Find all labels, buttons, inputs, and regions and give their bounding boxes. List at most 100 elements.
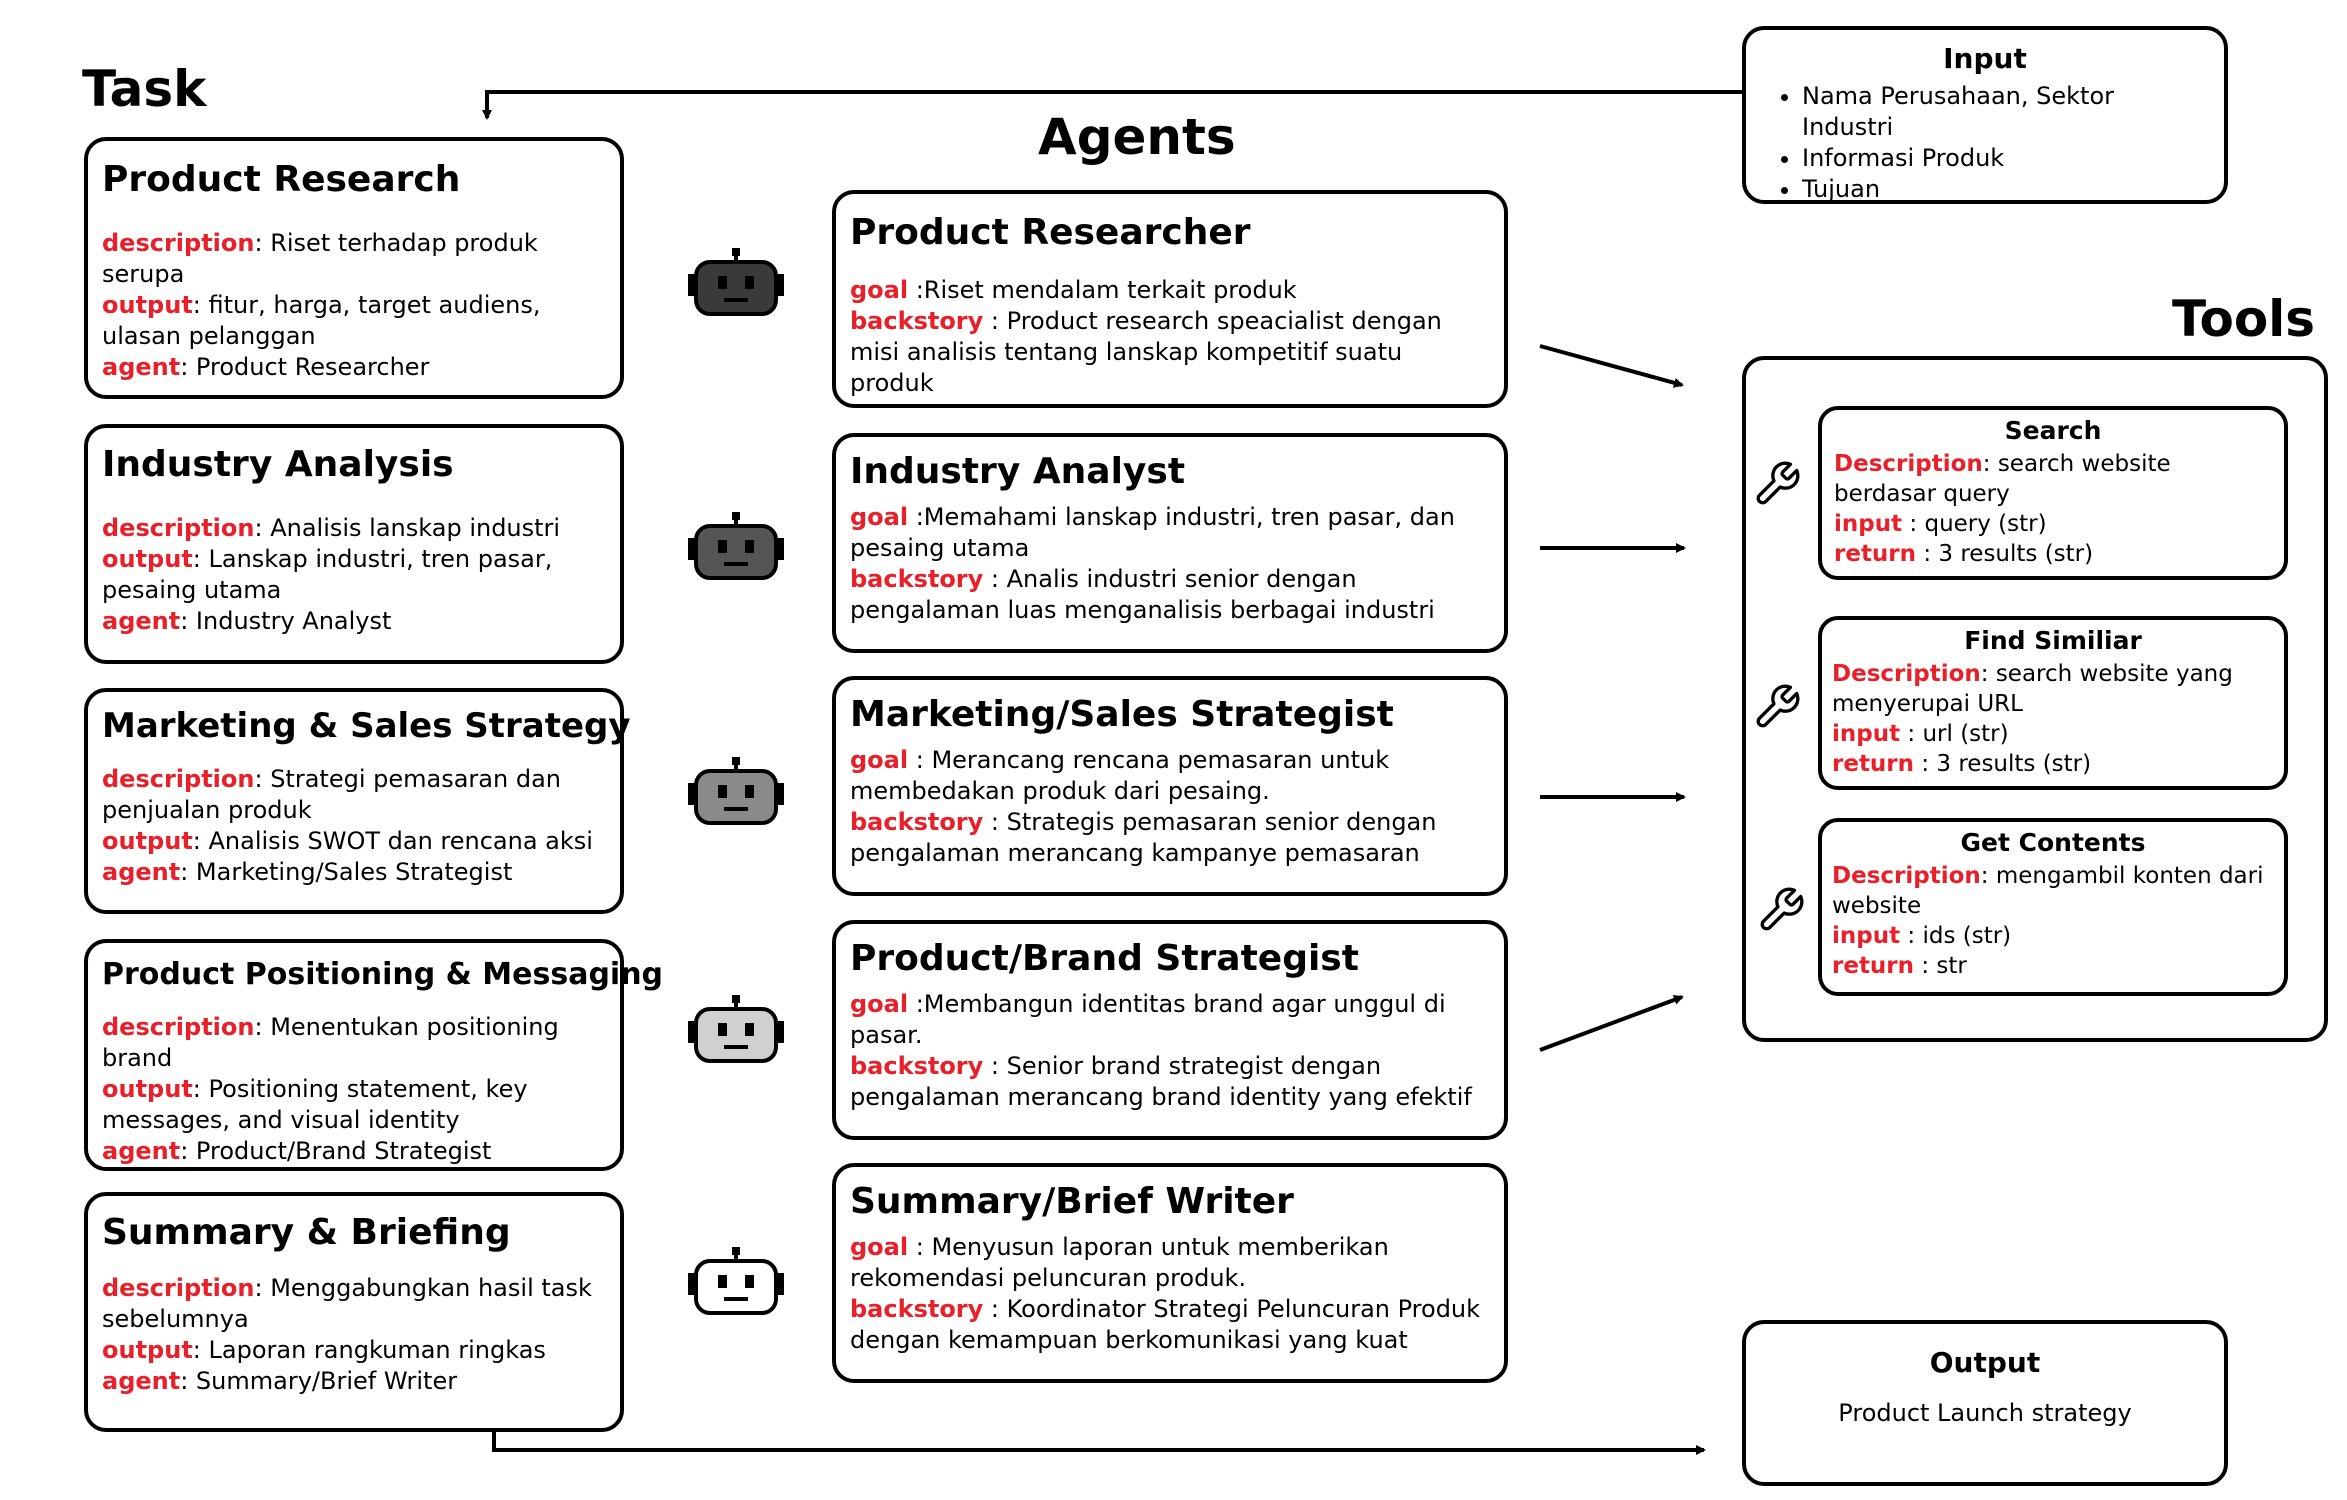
input-list: Nama Perusahaan, Sektor Industri Informa… bbox=[1762, 81, 2208, 205]
output-label: output bbox=[102, 1336, 193, 1364]
task-description: : Analisis lanskap industri bbox=[254, 514, 561, 542]
goal-label: goal bbox=[850, 1233, 909, 1261]
task-description: : Strategi pemasaran dan penjualan produ… bbox=[102, 765, 561, 824]
agent-title: Marketing/Sales Strategist bbox=[850, 694, 1394, 735]
task-output: : Positioning statement, key messages, a… bbox=[102, 1075, 528, 1134]
agent-backstory: : Senior brand strategist dengan pengala… bbox=[850, 1052, 1472, 1111]
tool-card-get-contents: Get Contents Description: mengambil kont… bbox=[1818, 818, 2288, 996]
agent-label: agent bbox=[102, 1137, 181, 1165]
output-title: Output bbox=[1929, 1346, 2041, 1379]
goal-label: goal bbox=[850, 503, 909, 531]
robot-icon bbox=[688, 757, 784, 825]
agent-title: Industry Analyst bbox=[850, 451, 1186, 492]
description-label: description bbox=[102, 514, 255, 542]
agent-goal: :Memahami lanskap industri, tren pasar, … bbox=[850, 503, 1455, 562]
tool-description: : mengambil konten dari website bbox=[1832, 863, 2264, 919]
backstory-label: backstory bbox=[850, 808, 984, 836]
agent-card-product-researcher: Product Researcher goal :Riset mendalam … bbox=[832, 190, 1508, 408]
agents-heading: Agents bbox=[1038, 108, 1236, 166]
description-label: description bbox=[102, 765, 255, 793]
description-label: Description bbox=[1832, 661, 1981, 687]
agent-goal: : Menyusun laporan untuk memberikan reko… bbox=[850, 1233, 1389, 1292]
agent-card-marketing-sales-strategist: Marketing/Sales Strategist goal : Meranc… bbox=[832, 676, 1508, 896]
agent-label: agent bbox=[102, 1367, 181, 1395]
input-label: input bbox=[1832, 923, 1901, 949]
robot-icon bbox=[688, 248, 784, 316]
robot-icon bbox=[688, 1247, 784, 1315]
agent-card-industry-analyst: Industry Analyst goal :Memahami lanskap … bbox=[832, 433, 1508, 653]
task-output: : Lanskap industri, tren pasar, pesaing … bbox=[102, 545, 553, 604]
task-title: Product Positioning & Messaging bbox=[102, 957, 664, 992]
input-item: Informasi Produk bbox=[1802, 143, 2208, 174]
goal-label: goal bbox=[850, 990, 909, 1018]
task-agent: : Product Researcher bbox=[180, 353, 430, 381]
tool-input: : ids (str) bbox=[1900, 923, 2012, 949]
agent-tool-arrow-4 bbox=[1539, 995, 1684, 1052]
task-card-summary-briefing: Summary & Briefing description: Menggabu… bbox=[84, 1192, 624, 1432]
output-label: output bbox=[102, 291, 193, 319]
backstory-label: backstory bbox=[850, 1295, 984, 1323]
description-label: description bbox=[102, 229, 255, 257]
task-card-industry-analysis: Industry Analysis description: Analisis … bbox=[84, 424, 624, 664]
goal-label: goal bbox=[850, 746, 909, 774]
task-agent: : Marketing/Sales Strategist bbox=[180, 858, 513, 886]
task-heading: Task bbox=[82, 60, 207, 118]
wrench-icon bbox=[1756, 461, 1800, 505]
robot-icon bbox=[688, 995, 784, 1063]
task-agent: : Product/Brand Strategist bbox=[180, 1137, 492, 1165]
tool-title: Search bbox=[2004, 416, 2102, 445]
agent-backstory: : Product research speacialist dengan mi… bbox=[850, 307, 1442, 397]
tool-return: : 3 results (str) bbox=[1916, 541, 2094, 567]
wrench-icon bbox=[1760, 887, 1804, 931]
agent-tool-arrow-1 bbox=[1539, 344, 1684, 388]
task-agent: : Summary/Brief Writer bbox=[180, 1367, 458, 1395]
return-label: return bbox=[1832, 751, 1915, 777]
output-label: output bbox=[102, 827, 193, 855]
input-item: Tujuan bbox=[1802, 174, 2208, 205]
description-label: description bbox=[102, 1013, 255, 1041]
return-label: return bbox=[1834, 541, 1917, 567]
agent-goal: :Riset mendalam terkait produk bbox=[908, 276, 1297, 304]
agent-goal: : Merancang rencana pemasaran untuk memb… bbox=[850, 746, 1390, 805]
backstory-label: backstory bbox=[850, 565, 984, 593]
input-box: Input Nama Perusahaan, Sektor Industri I… bbox=[1742, 26, 2228, 204]
input-title: Input bbox=[1943, 42, 2027, 75]
tool-title: Find Similiar bbox=[1964, 626, 2142, 655]
description-label: Description bbox=[1834, 451, 1983, 477]
task-output: : Analisis SWOT dan rencana aksi bbox=[192, 827, 593, 855]
input-item: Nama Perusahaan, Sektor Industri bbox=[1802, 81, 2208, 143]
agent-label: agent bbox=[102, 858, 181, 886]
agent-label: agent bbox=[102, 607, 181, 635]
tool-title: Get Contents bbox=[1960, 828, 2146, 857]
tool-description: : search website yang menyerupai URL bbox=[1832, 661, 2233, 717]
tool-input: : url (str) bbox=[1900, 721, 2009, 747]
agent-title: Product/Brand Strategist bbox=[850, 938, 1359, 979]
agent-title: Product Researcher bbox=[850, 212, 1251, 253]
task-description: : Menggabungkan hasil task sebelumnya bbox=[102, 1274, 592, 1333]
input-label: input bbox=[1832, 721, 1901, 747]
description-label: description bbox=[102, 1274, 255, 1302]
tool-return: : 3 results (str) bbox=[1914, 751, 2092, 777]
tool-input: : query (str) bbox=[1902, 511, 2047, 537]
task-agent: : Industry Analyst bbox=[180, 607, 392, 635]
wrench-icon bbox=[1756, 684, 1800, 728]
tool-return: : str bbox=[1914, 953, 1967, 979]
tools-heading: Tools bbox=[2172, 290, 2316, 348]
agent-card-summary-brief-writer: Summary/Brief Writer goal : Menyusun lap… bbox=[832, 1163, 1508, 1383]
task-title: Product Research bbox=[102, 159, 461, 200]
backstory-label: backstory bbox=[850, 307, 984, 335]
output-label: output bbox=[102, 545, 193, 573]
task-output: : Laporan rangkuman ringkas bbox=[192, 1336, 546, 1364]
goal-label: goal bbox=[850, 276, 909, 304]
agent-title: Summary/Brief Writer bbox=[850, 1181, 1294, 1222]
return-label: return bbox=[1832, 953, 1915, 979]
agent-backstory: : Koordinator Strategi Peluncuran Produk… bbox=[850, 1295, 1481, 1354]
task-to-output-arrow bbox=[492, 1425, 1706, 1455]
agent-backstory: : Strategis pemasaran senior dengan peng… bbox=[850, 808, 1437, 867]
tool-card-search: Search Description: search website berda… bbox=[1818, 406, 2288, 580]
task-title: Marketing & Sales Strategy bbox=[102, 706, 631, 746]
tool-description: : search website berdasar query bbox=[1834, 451, 2171, 507]
agent-backstory: : Analis industri senior dengan pengalam… bbox=[850, 565, 1435, 624]
task-title: Summary & Briefing bbox=[102, 1212, 511, 1253]
